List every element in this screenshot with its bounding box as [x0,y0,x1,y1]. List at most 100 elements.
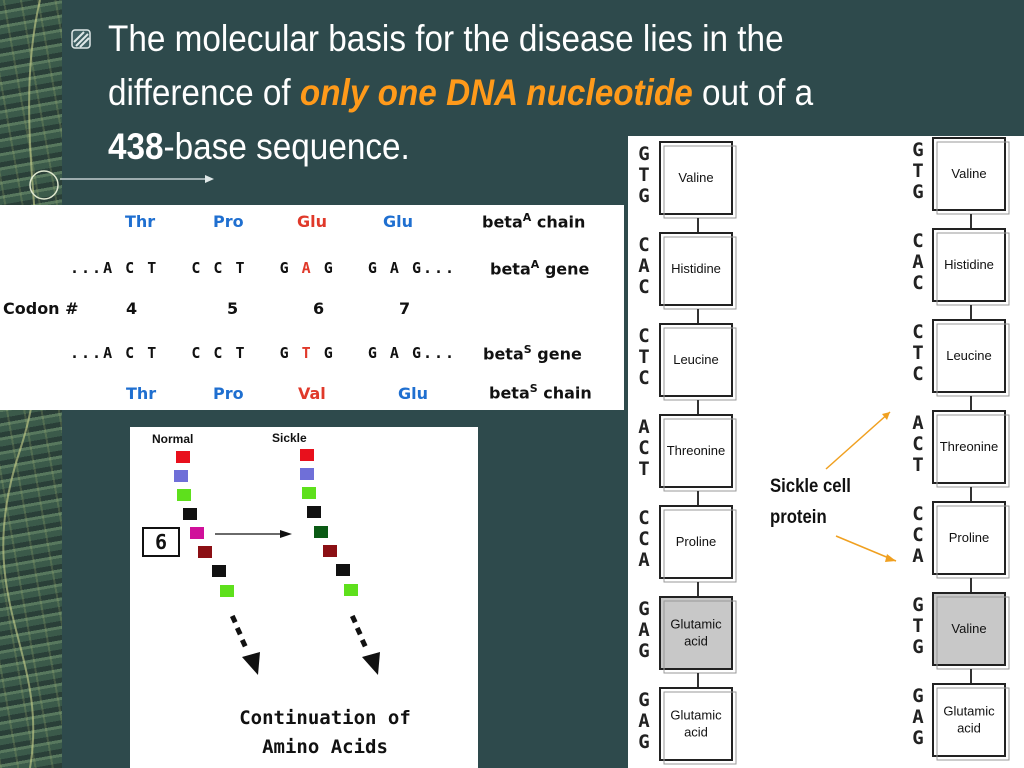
heading-emphasis: only one DNA nucleotide [299,72,693,113]
sickle-codon-4-base-3: T [912,454,923,476]
codon-number-label: Codon # [3,299,79,318]
heading-text-1: The molecular basis for the disease lies… [108,18,784,113]
sickle-codon-1-base-2: T [912,160,923,182]
normal-codon-6-base-2: A [638,619,650,641]
normal-codon-1-base-3: G [638,185,649,207]
sickle-aa-6: Val [298,384,326,403]
normal-residue-3: Leucine [659,323,737,415]
slide-heading: The molecular basis for the disease lies… [108,12,828,174]
normal-codon-5-base-2: C [638,528,649,550]
normal-residue-1 [176,451,190,463]
sickle-aa-5: Pro [213,384,244,403]
sickle-residue-5: Proline [932,501,1010,593]
residue-chain-graphic [174,449,380,675]
sickle-codon-7-base-1: G [912,685,923,707]
sickle-residue-1 [300,449,314,461]
normal-codon-3-base-1: C [638,325,649,347]
svg-text:Leucine: Leucine [946,348,992,363]
sickle-codon-3-base-1: C [912,321,923,343]
svg-text:Leucine: Leucine [673,352,719,367]
normal-aa-4: Thr [125,212,156,231]
svg-text:Glutamic: Glutamic [943,704,995,719]
sickle-residue-6 [323,545,337,557]
sickle-codon-3-base-3: C [912,363,923,385]
bullet-icon [71,29,91,49]
sickle-arrow-upper [825,411,891,470]
svg-text:Proline: Proline [676,534,716,549]
svg-text:acid: acid [957,721,981,736]
sickle-codon-5-base-3: A [912,545,924,567]
svg-text:Valine: Valine [951,621,986,636]
sickle-codon-2-base-2: A [912,251,924,273]
normal-codon-2-base-2: A [638,255,650,277]
normal-aa-6: Glu [297,212,328,231]
heading-number: 438 [108,126,164,167]
sickle-arrow-lower [835,535,897,562]
normal-residue-5 [190,527,204,539]
sickle-label: Sickle [272,431,307,445]
codon-number-7: 7 [399,299,411,318]
sickle-codon-1-base-1: G [912,139,923,161]
normal-codon-4-base-1: A [638,416,650,438]
normal-codon-7-base-2: A [638,710,650,732]
normal-codon-4-base-2: C [638,437,649,459]
sickle-residue-7 [336,564,350,576]
normal-codon-7-base-1: G [638,689,649,711]
decorative-curve [2,0,59,768]
normal-residue-5: Proline [659,505,737,597]
svg-text:Histidine: Histidine [944,257,994,272]
normal-residue-6 [198,546,212,558]
normal-continuation-arrow [230,614,260,675]
sickle-residue-1: Valine [932,137,1010,229]
protein-chain-graphic: ValineGTGHistidineCACLeucineCTCThreonine… [638,137,1010,765]
normal-residue-4 [183,508,197,520]
mutation-arrow-head [280,530,292,538]
normal-aa-7: Glu [383,212,414,231]
normal-sequence: ...A C T C C T G A G G A G... [70,259,457,277]
sickle-residue-6: Valine [932,592,1010,684]
normal-chain-label: betaA chain [482,211,586,232]
pointer-arrow-icon [60,175,214,183]
normal-codon-2-base-1: C [638,234,649,256]
normal-sickle-diagram: Normal Sickle 6 Continuation of Amino Ac… [130,427,478,768]
sickle-aa-7: Glu [398,384,429,403]
normal-residue-2: Histidine [659,232,737,324]
sickle-sequence: ...A C T C C T G T G G A G... [70,344,457,362]
normal-residue-2 [174,470,188,482]
normal-codon-1-base-2: T [638,164,649,186]
sickle-residue-4: Threonine [932,410,1010,502]
sickle-residue-3: Leucine [932,319,1010,411]
sickle-codon-6-base-3: G [912,636,923,658]
sickle-residue-8 [344,584,358,596]
normal-codon-2-base-3: C [638,276,649,298]
svg-text:acid: acid [684,634,708,649]
sickle-codon-2-base-3: C [912,272,923,294]
sickle-residue-5 [314,526,328,538]
sickle-codon-1-base-3: G [912,181,923,203]
sickle-codon-2-base-1: C [912,230,923,252]
codon-number-5: 5 [227,299,239,318]
sickle-codon-4-base-1: A [912,412,924,434]
svg-text:Threonine: Threonine [940,439,999,454]
sickle-residue-2 [300,468,314,480]
sickle-residue-2: Histidine [932,228,1010,320]
normal-codon-3-base-3: C [638,367,649,389]
svg-text:Threonine: Threonine [667,443,726,458]
svg-text:acid: acid [684,725,708,740]
normal-codon-6-base-3: G [638,640,649,662]
normal-aa-5: Pro [213,212,244,231]
sickle-codon-7-base-2: A [912,706,924,728]
position-six-box: 6 [142,527,180,557]
sickle-chain-label: betaS chain [489,382,592,403]
diagram-caption: Continuation of Amino Acids [205,704,445,762]
sickle-gene-label: betaS gene [483,343,582,364]
normal-residue-8 [220,585,234,597]
sickle-codon-5-base-2: C [912,524,923,546]
normal-label: Normal [152,432,194,446]
heading-text-3: -base sequence. [163,126,410,167]
sickle-codon-5-base-1: C [912,503,923,525]
normal-codon-5-base-1: C [638,507,649,529]
normal-residue-7 [212,565,226,577]
